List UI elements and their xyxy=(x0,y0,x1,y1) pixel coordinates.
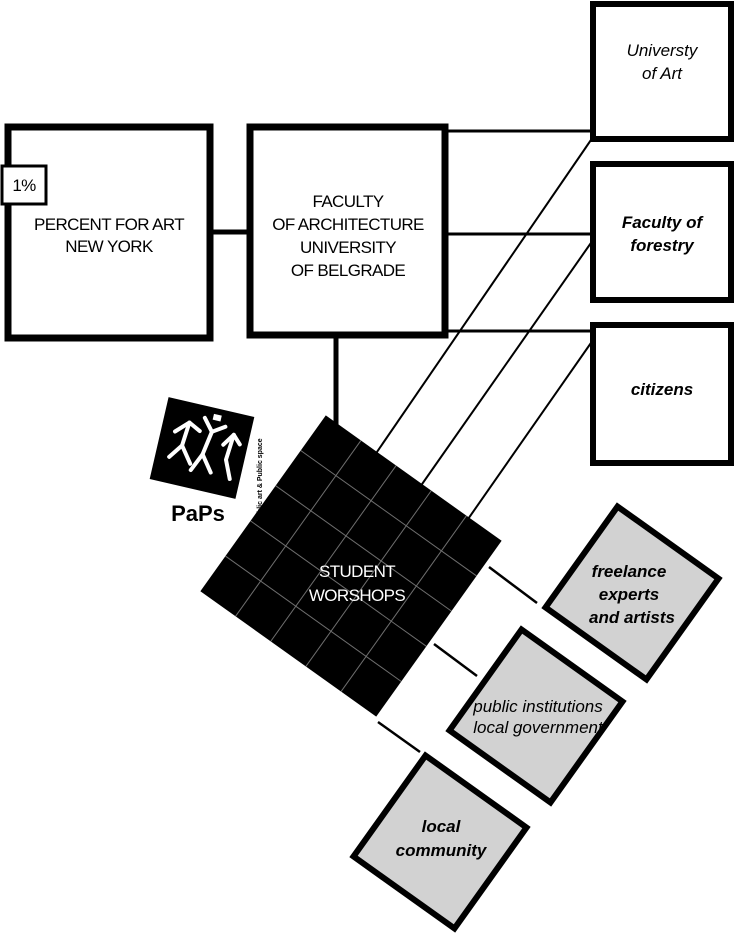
percent-line-1: PERCENT FOR ART xyxy=(34,215,184,234)
student-line-1: STUDENT xyxy=(319,562,395,581)
percent-for-art-node: 1% PERCENT FOR ART NEW YORK xyxy=(0,123,214,342)
local-community-node: local community xyxy=(349,751,531,933)
forestry-line-1: Faculty of xyxy=(622,213,705,232)
percent-badge: 1% xyxy=(12,176,36,195)
connector-student-local xyxy=(377,720,421,754)
connector-citizens-student xyxy=(458,339,594,533)
connectors xyxy=(210,129,594,754)
citizens-line-1: citizens xyxy=(631,380,693,399)
freelance-line-1: freelance xyxy=(592,562,667,581)
freelance-experts-node: freelance experts and artists xyxy=(541,502,723,684)
university-of-art-node: Universty of Art xyxy=(590,1,734,142)
faculty-line-1: FACULTY xyxy=(312,192,383,211)
forestry-line-2: forestry xyxy=(630,236,695,255)
paps-figures-icon xyxy=(167,413,242,482)
citizens-node: citizens xyxy=(590,322,734,466)
paps-tagline: Public art & Public space xyxy=(257,438,264,522)
local-line-1: local xyxy=(422,817,462,836)
student-line-2: WORSHOPS xyxy=(309,586,406,605)
public-line-2: local government xyxy=(473,718,604,737)
connector-forestry-student xyxy=(412,239,594,498)
percent-badge-box xyxy=(0,164,48,206)
faculty-line-4: OF BELGRADE xyxy=(291,261,406,280)
faculty-line-2: OF ARCHITECTURE xyxy=(272,215,424,234)
public-institutions-node: public institutions local government xyxy=(445,625,627,807)
workshop-grid xyxy=(225,440,477,692)
freelance-line-3: and artists xyxy=(589,608,675,627)
student-workshops-node xyxy=(200,415,502,717)
paps-logo: PaPs Public art & Public space xyxy=(149,397,264,526)
faculty-line-3: UNIVERSITY xyxy=(300,238,396,257)
connector-student-freelance xyxy=(488,566,538,604)
public-line-1: public institutions xyxy=(472,697,603,716)
connector-student-public xyxy=(433,642,478,678)
univ-art-line-1: Universty xyxy=(627,41,699,60)
univ-art-line-2: of Art xyxy=(642,64,683,83)
freelance-line-2: experts xyxy=(599,585,659,604)
local-line-2: community xyxy=(396,841,488,860)
faculty-architecture-node: FACULTY OF ARCHITECTURE UNIVERSITY OF BE… xyxy=(246,123,449,339)
connector-univ-art-student xyxy=(367,136,594,466)
faculty-forestry-node: Faculty of forestry xyxy=(590,161,734,303)
paps-logo-square xyxy=(149,397,255,499)
percent-line-2: NEW YORK xyxy=(65,237,154,256)
paps-name: PaPs xyxy=(171,501,225,526)
